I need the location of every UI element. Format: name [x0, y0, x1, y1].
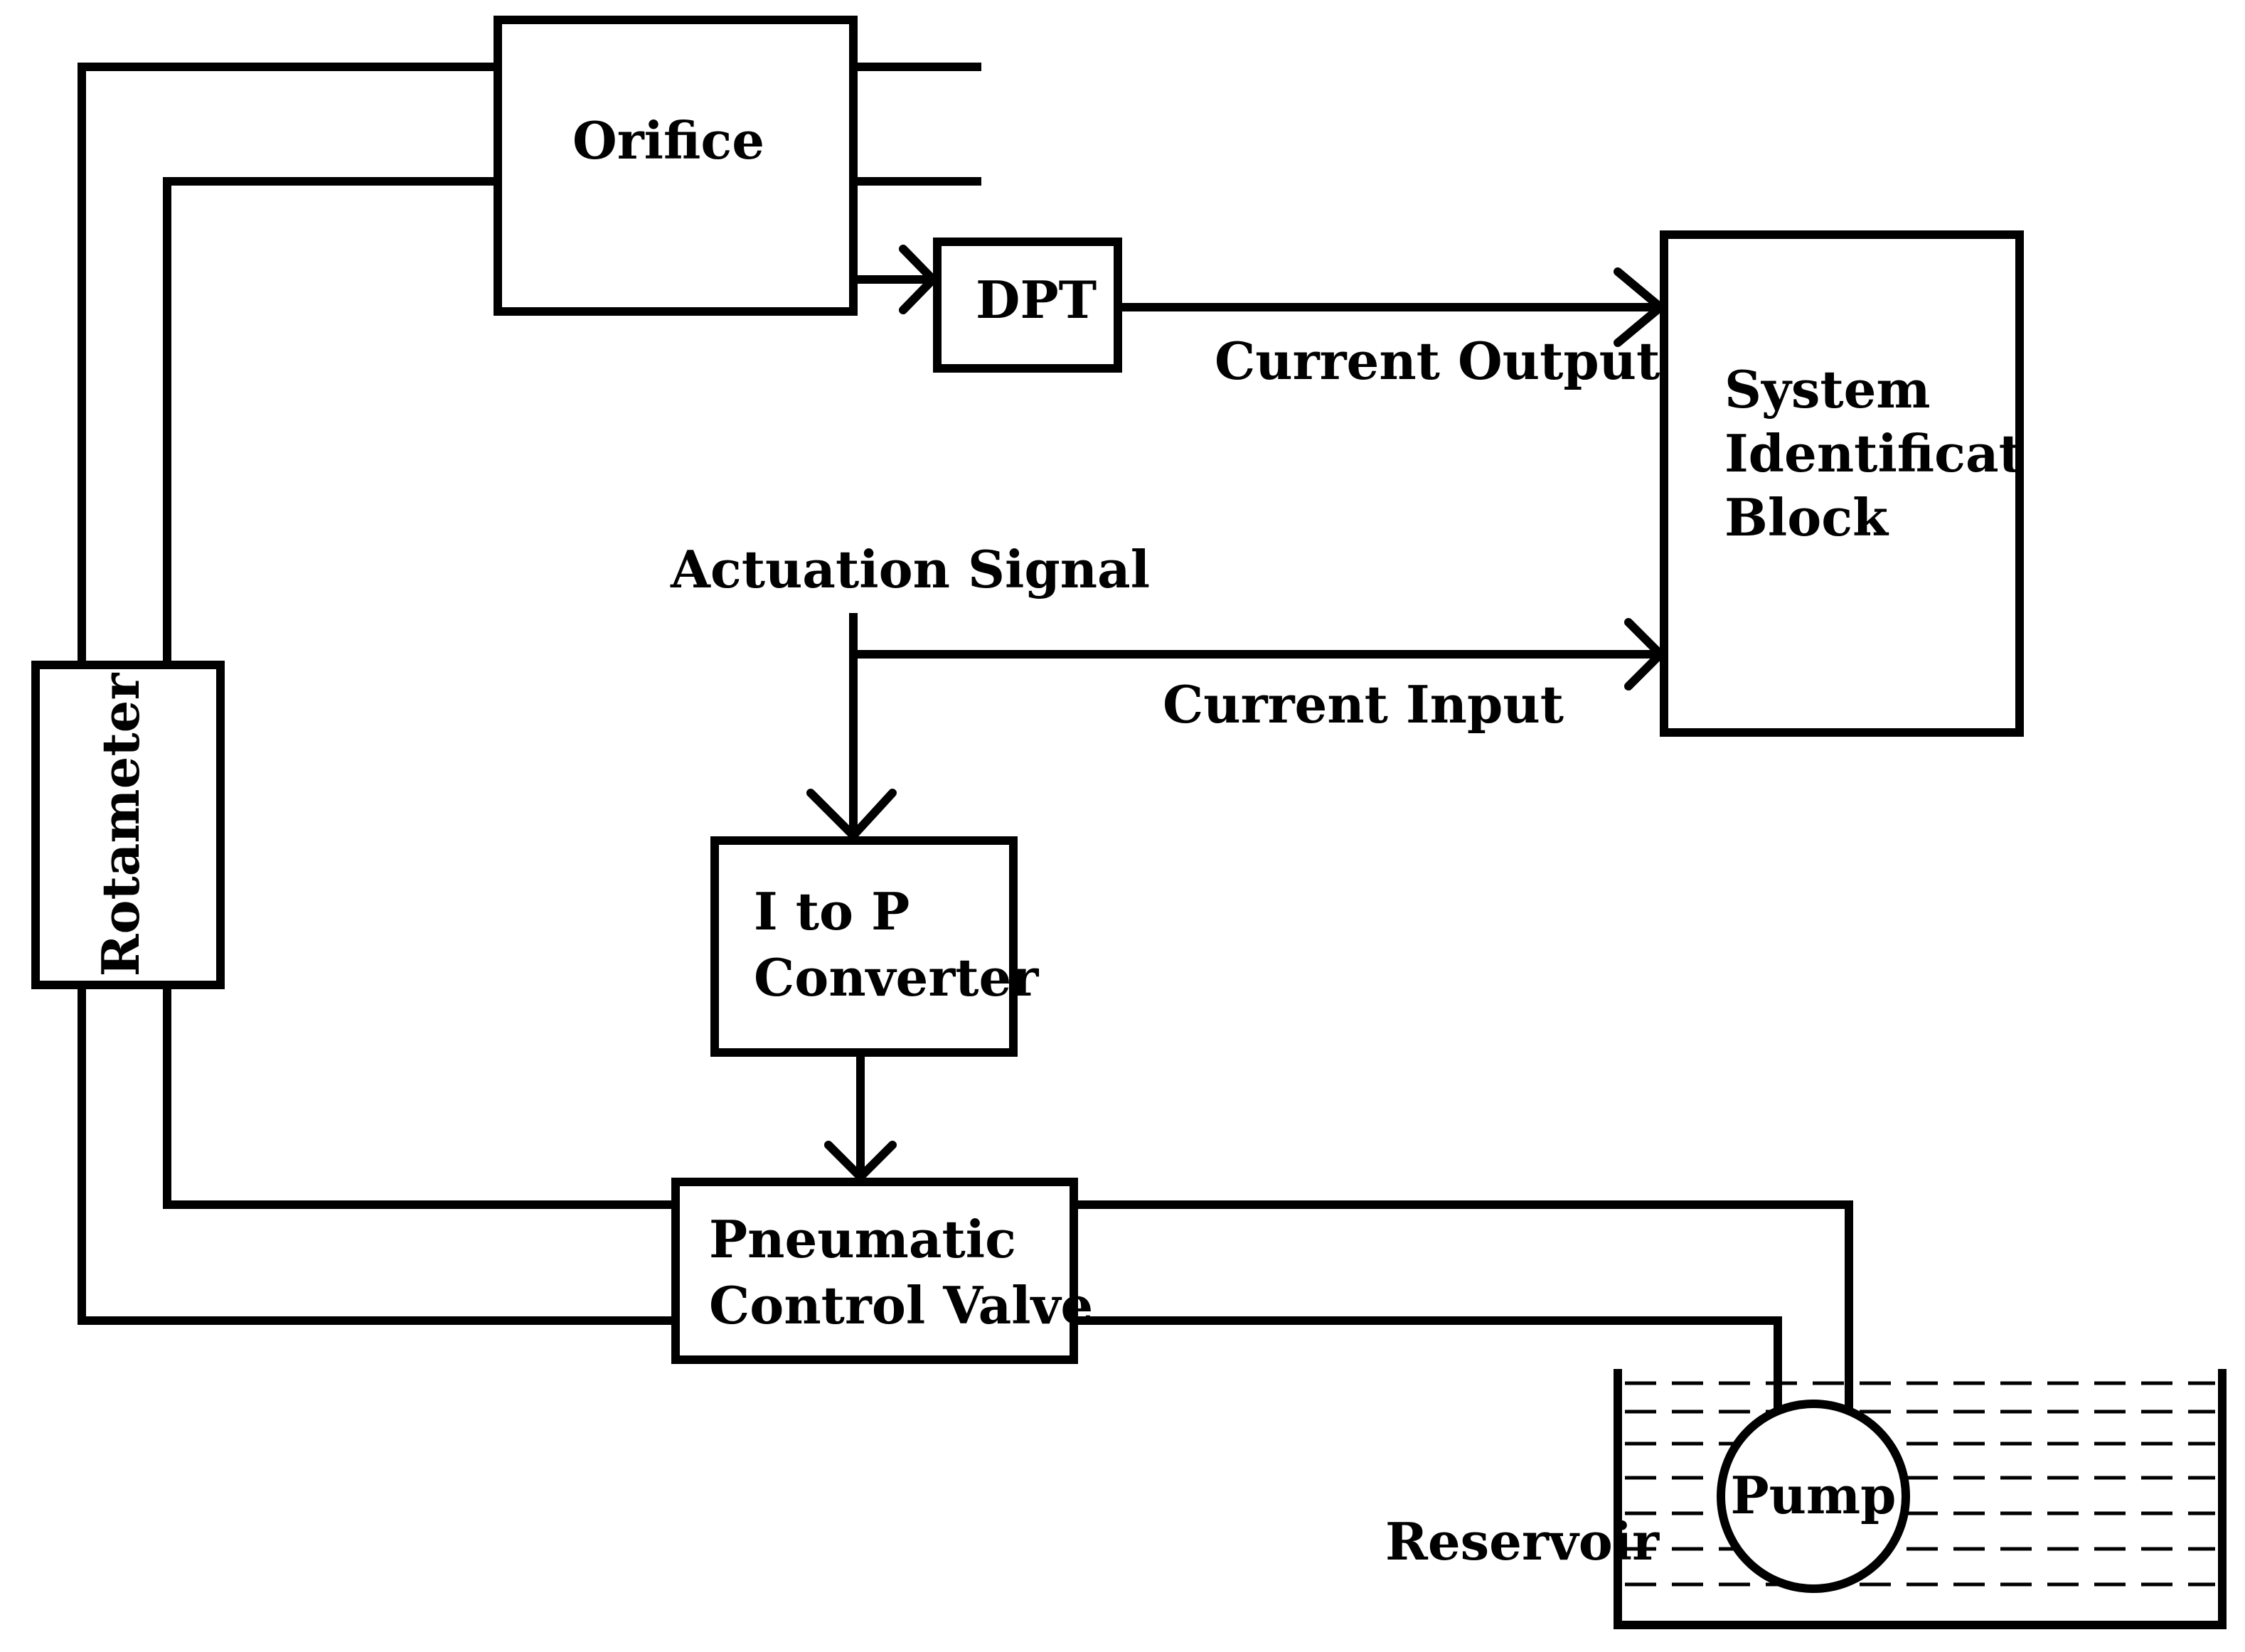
reservoir-tank [1614, 1369, 2227, 1629]
pump-label: Pump [1730, 1465, 1896, 1525]
signal-lines [806, 245, 1668, 1183]
i-to-p-converter-block [710, 836, 1018, 1057]
rotameter-label: Rotameter [90, 673, 151, 977]
pipe-outer-bottom [78, 985, 676, 1325]
i-to-p-label-line1: I to P [754, 881, 910, 942]
orifice-label: Orifice [572, 110, 764, 171]
i-to-p-label-line2: Converter [754, 947, 1039, 1008]
ip-valve-arrowhead [824, 1141, 897, 1183]
pipe-inner-bottom [163, 985, 676, 1209]
system-id-label-line1: System [1724, 359, 1931, 420]
dpt-block [933, 238, 1122, 373]
valve-label-line1: Pneumatic [709, 1209, 1016, 1269]
pipe-inner-top [163, 177, 498, 668]
pneumatic-control-valve-block [671, 1178, 1078, 1364]
valve-label-line2: Control Valve [709, 1275, 1093, 1336]
pipe-outer-top [78, 63, 498, 668]
actuation-signal-label: Actuation Signal [670, 539, 1150, 599]
system-id-label-line2: Identification [1724, 423, 2113, 484]
pump-circle [1717, 1400, 1910, 1593]
pipe-lines [78, 63, 1853, 1424]
pipe-valve-pump-top [1074, 1200, 1853, 1424]
orifice-block [494, 16, 858, 316]
pipe-valve-pump-bottom [1074, 1316, 1782, 1424]
dpt-label: DPT [976, 270, 1097, 330]
current-input-label: Current Input [1163, 674, 1564, 735]
reservoir [1614, 1369, 2227, 1629]
system-id-label-line3: Block [1724, 487, 1889, 548]
reservoir-label: Reservoir [1385, 1511, 1660, 1572]
current-output-label: Current Output [1215, 331, 1660, 391]
ip-input-arrowhead [806, 789, 897, 842]
rotameter-block [31, 661, 225, 989]
system-id-label-clip: System Identification Block [1724, 359, 2113, 548]
system-identification-block [1660, 230, 2024, 737]
